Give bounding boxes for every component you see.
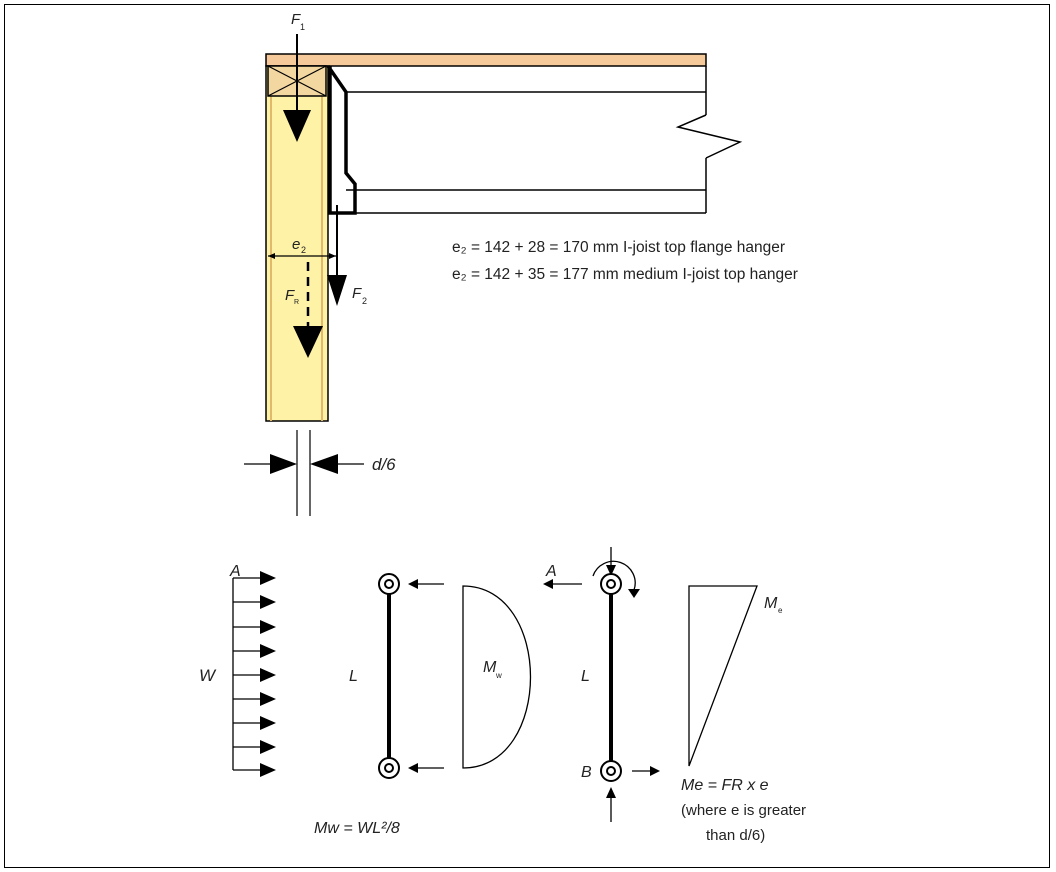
joist-hanger bbox=[326, 65, 357, 215]
f1-subscript: 1 bbox=[300, 22, 305, 32]
f2-subscript: 2 bbox=[362, 296, 367, 306]
b-label: B bbox=[581, 764, 592, 781]
d6-dimension bbox=[244, 430, 364, 516]
e2-dimension bbox=[268, 253, 336, 259]
mw-formula: Mw = WL²/8 bbox=[314, 820, 400, 837]
e2-subscript: 2 bbox=[301, 245, 306, 255]
d6-label: d/6 bbox=[372, 455, 396, 474]
force-f1-arrow bbox=[283, 34, 311, 142]
w-label: W bbox=[199, 666, 217, 685]
wind-load-arrows bbox=[232, 571, 276, 777]
l-left-label: L bbox=[349, 668, 358, 685]
moment-me-diagram bbox=[688, 585, 758, 767]
mw-subscript: w bbox=[495, 671, 502, 680]
moment-mw-diagram bbox=[462, 585, 532, 769]
equation-medium-hanger: e₂ = 142 + 35 = 177 mm medium I-joist to… bbox=[452, 266, 798, 283]
a-left-label: A bbox=[229, 563, 241, 580]
fr-subscript: R bbox=[294, 299, 299, 306]
e2-label: e bbox=[292, 236, 300, 253]
a-right-label: A bbox=[545, 563, 557, 580]
fr-label: F bbox=[285, 287, 295, 304]
column-pinned-left bbox=[378, 573, 444, 779]
figure-frame bbox=[4, 4, 1050, 868]
me-formula: Me = FR x e bbox=[681, 777, 769, 794]
me-label: M bbox=[764, 595, 778, 612]
force-f2-arrow bbox=[327, 205, 347, 306]
f2-label: F bbox=[352, 285, 362, 302]
mw-label: M bbox=[483, 659, 497, 676]
me-subscript: e bbox=[778, 606, 783, 615]
note-line-1: (where e is greater bbox=[681, 802, 806, 819]
l-right-label: L bbox=[581, 668, 590, 685]
i-joist bbox=[346, 66, 743, 214]
equation-top-flange: e₂ = 142 + 28 = 170 mm I-joist top flang… bbox=[452, 239, 785, 256]
floor-deck bbox=[265, 53, 707, 67]
f1-label: F bbox=[291, 11, 301, 28]
column-pinned-right bbox=[543, 547, 660, 822]
note-line-2: than d/6) bbox=[706, 827, 765, 844]
force-fr-arrow bbox=[293, 262, 323, 358]
